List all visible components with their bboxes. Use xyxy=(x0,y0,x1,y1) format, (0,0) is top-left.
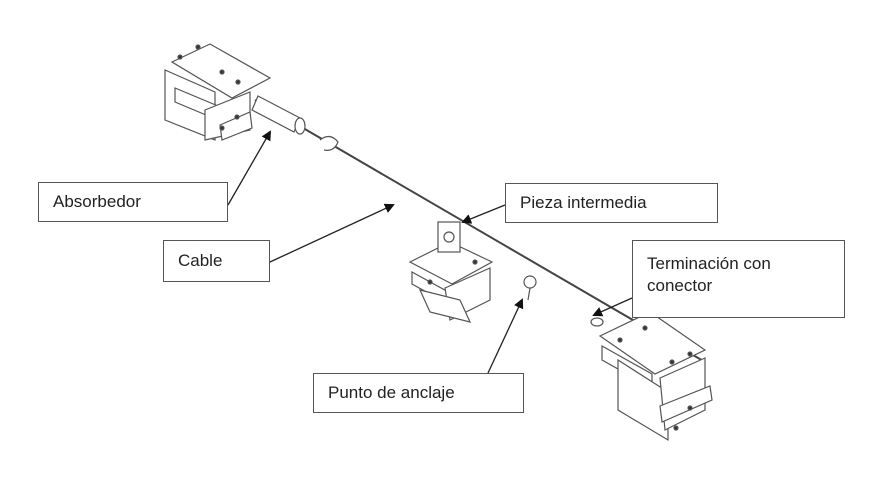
label-terminacion: Terminación con conector xyxy=(632,240,845,318)
top-bracket xyxy=(164,43,272,141)
label-pieza-intermedia: Pieza intermedia xyxy=(505,183,718,223)
label-absorbedor: Absorbedor xyxy=(38,182,228,222)
absorber-cylinder xyxy=(251,95,301,133)
label-punto-anclaje: Punto de anclaje xyxy=(313,373,524,413)
connector xyxy=(590,317,604,327)
label-text: Cable xyxy=(178,251,223,270)
bottom-bracket xyxy=(598,311,713,442)
label-text: Punto de anclaje xyxy=(328,383,455,402)
arrow-absorbedor xyxy=(227,130,271,206)
arrow-punto-anclaje xyxy=(487,298,524,374)
clip xyxy=(319,135,339,151)
label-text: conector xyxy=(647,276,713,295)
arrow-pieza-intermedia xyxy=(461,204,506,224)
label-text: Absorbedor xyxy=(53,192,141,211)
middle-bracket xyxy=(408,221,494,323)
absorber-cap xyxy=(294,117,306,135)
anchor-point xyxy=(523,275,537,301)
label-text: Terminación con xyxy=(647,254,771,273)
arrow-cable xyxy=(269,203,395,263)
label-cable: Cable xyxy=(163,240,270,282)
arrow-terminacion xyxy=(592,297,633,317)
label-text: Pieza intermedia xyxy=(520,193,647,212)
